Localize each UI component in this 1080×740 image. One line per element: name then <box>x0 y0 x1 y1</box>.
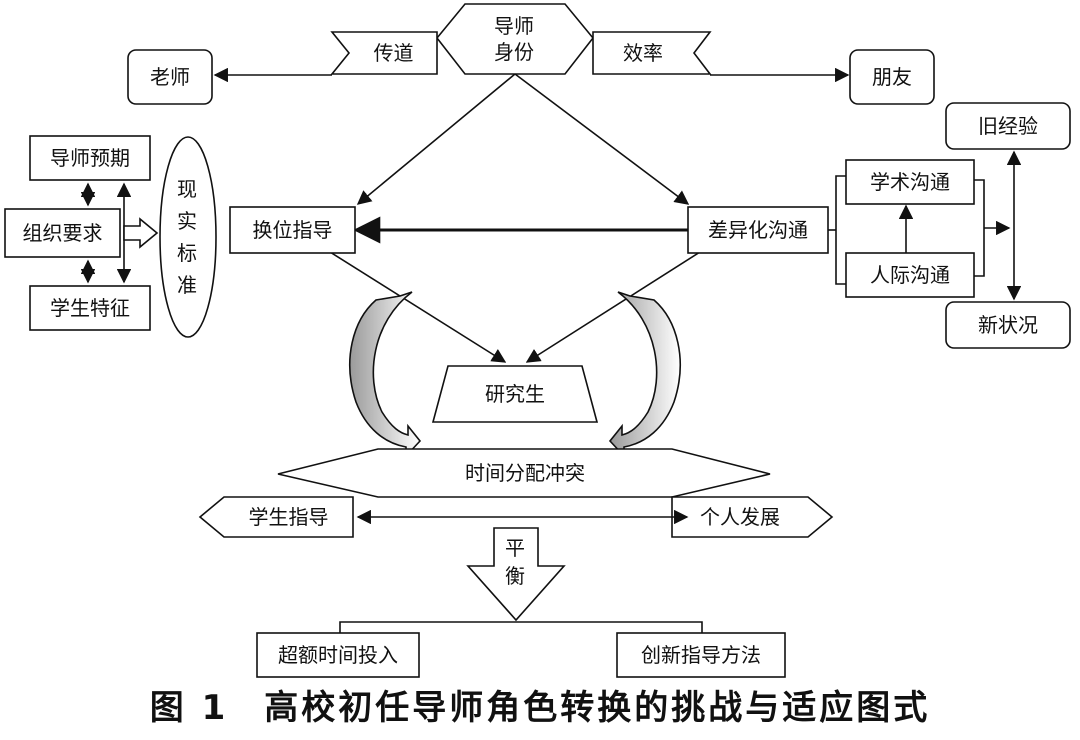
old-experience-label: 旧经验 <box>978 114 1038 138</box>
link-diff-to-grad <box>525 251 701 363</box>
innovative-method-label: 创新指导方法 <box>641 643 761 667</box>
new-situation-box <box>945 301 1071 349</box>
student-guidance-label: 学生指导 <box>248 505 329 529</box>
link-swap-to-grad <box>329 251 507 363</box>
time-conflict-banner <box>277 448 771 498</box>
balance-label: 平衡 <box>494 530 538 594</box>
friend-box <box>849 49 935 105</box>
extra-time-label: 超额时间投入 <box>278 643 398 667</box>
old-experience-box <box>945 102 1071 150</box>
interpersonal-comm-box <box>845 252 975 298</box>
mentor-identity-label: 导师身份 <box>465 8 565 70</box>
figure-title: 高校初任导师角色转换的挑战与适应图式 <box>264 688 931 728</box>
left-curve-arrow <box>349 291 422 459</box>
mentor-expectation-box <box>29 135 151 181</box>
position-swap-box <box>229 206 356 254</box>
figure-caption: 图 1 高校初任导师角色转换的挑战与适应图式 <box>0 680 1080 729</box>
org-requirement-label: 组织要求 <box>22 221 103 245</box>
preach-ribbon <box>330 31 438 75</box>
mentor-expectation-label: 导师预期 <box>50 146 130 170</box>
real-standard-label: 现实标准 <box>160 140 216 334</box>
link-identity-to-diff <box>514 73 690 205</box>
right-bracket <box>974 179 985 277</box>
teacher-box <box>127 49 213 105</box>
figure-label: 图 1 <box>149 688 229 728</box>
hollow-arrow-right-icon <box>123 217 159 249</box>
comm-bracket <box>835 175 846 285</box>
efficiency-ribbon <box>592 31 712 75</box>
branch-line <box>339 621 703 633</box>
link-identity-to-swap <box>356 73 516 205</box>
efficiency-label: 效率 <box>623 41 663 65</box>
diff-comm-label: 差异化沟通 <box>708 218 808 242</box>
student-guidance-tag <box>198 496 354 538</box>
personal-development-tag <box>671 496 834 538</box>
graduate-student-trapezoid <box>431 365 599 423</box>
teacher-label: 老师 <box>150 65 190 89</box>
friend-label: 朋友 <box>872 65 912 89</box>
org-requirement-box <box>4 208 121 258</box>
personal-development-label: 个人发展 <box>700 505 780 529</box>
balance-arrow <box>466 527 566 622</box>
academic-comm-box <box>845 159 975 205</box>
right-curve-arrow <box>608 291 681 459</box>
position-swap-label: 换位指导 <box>252 218 333 242</box>
preach-label: 传道 <box>373 41 414 65</box>
extra-time-box <box>256 632 420 678</box>
student-traits-label: 学生特征 <box>50 296 130 320</box>
balance-text: 平衡 <box>505 536 525 588</box>
innovative-method-box <box>616 632 786 678</box>
time-conflict-label: 时间分配冲突 <box>465 461 585 485</box>
mentor-identity-text: 导师身份 <box>494 14 534 64</box>
interpersonal-comm-label: 人际沟通 <box>870 263 950 287</box>
academic-comm-label: 学术沟通 <box>870 170 950 194</box>
graduate-student-label: 研究生 <box>485 382 545 406</box>
new-situation-label: 新状况 <box>978 313 1038 337</box>
real-standard-ellipse <box>159 136 217 338</box>
student-traits-box <box>29 285 151 331</box>
real-standard-text: 现实标准 <box>177 177 197 297</box>
